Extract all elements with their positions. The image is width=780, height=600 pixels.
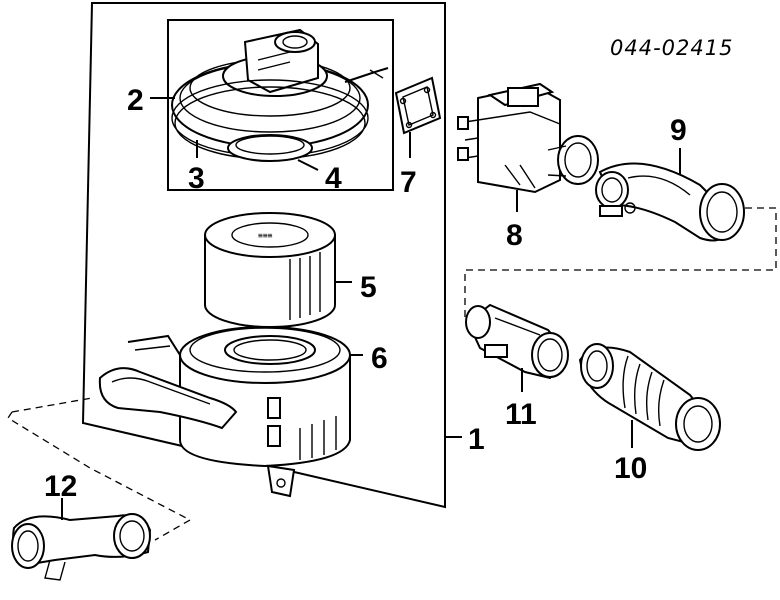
- assembly-frame: [81, 2, 446, 509]
- inner-seal: [227, 134, 313, 162]
- callout-7: 7: [400, 166, 417, 199]
- callout-2: 2: [127, 84, 144, 117]
- air-cleaner-cap: [171, 28, 389, 148]
- callout-3: 3: [188, 162, 205, 195]
- gasket-plate: [394, 76, 442, 135]
- air-duct: [465, 303, 569, 380]
- air-flow-meter: [457, 82, 599, 194]
- callout-10: 10: [614, 452, 647, 485]
- callout-6: 6: [371, 342, 388, 375]
- corrugated-hose: [578, 343, 721, 451]
- callout-numbers: 2 3 4 7 5 6 1 8 9 11 10 12: [44, 84, 687, 503]
- filter-element: ≡≡≡: [204, 212, 336, 328]
- leader-lines: [61, 97, 681, 520]
- intake-pipe: [11, 513, 152, 581]
- connection-lines: [7, 207, 777, 541]
- cleaner-case: [98, 326, 351, 498]
- callout-12: 12: [44, 470, 77, 503]
- callout-1: 1: [468, 423, 485, 456]
- callout-11: 11: [505, 398, 537, 431]
- callout-8: 8: [506, 219, 523, 252]
- intake-hose: [595, 162, 745, 242]
- callout-5: 5: [360, 271, 377, 304]
- callout-4: 4: [325, 162, 342, 195]
- callout-9: 9: [670, 114, 687, 147]
- svg-text:≡≡≡: ≡≡≡: [258, 231, 273, 240]
- catalog-code: 044-02415: [610, 36, 733, 60]
